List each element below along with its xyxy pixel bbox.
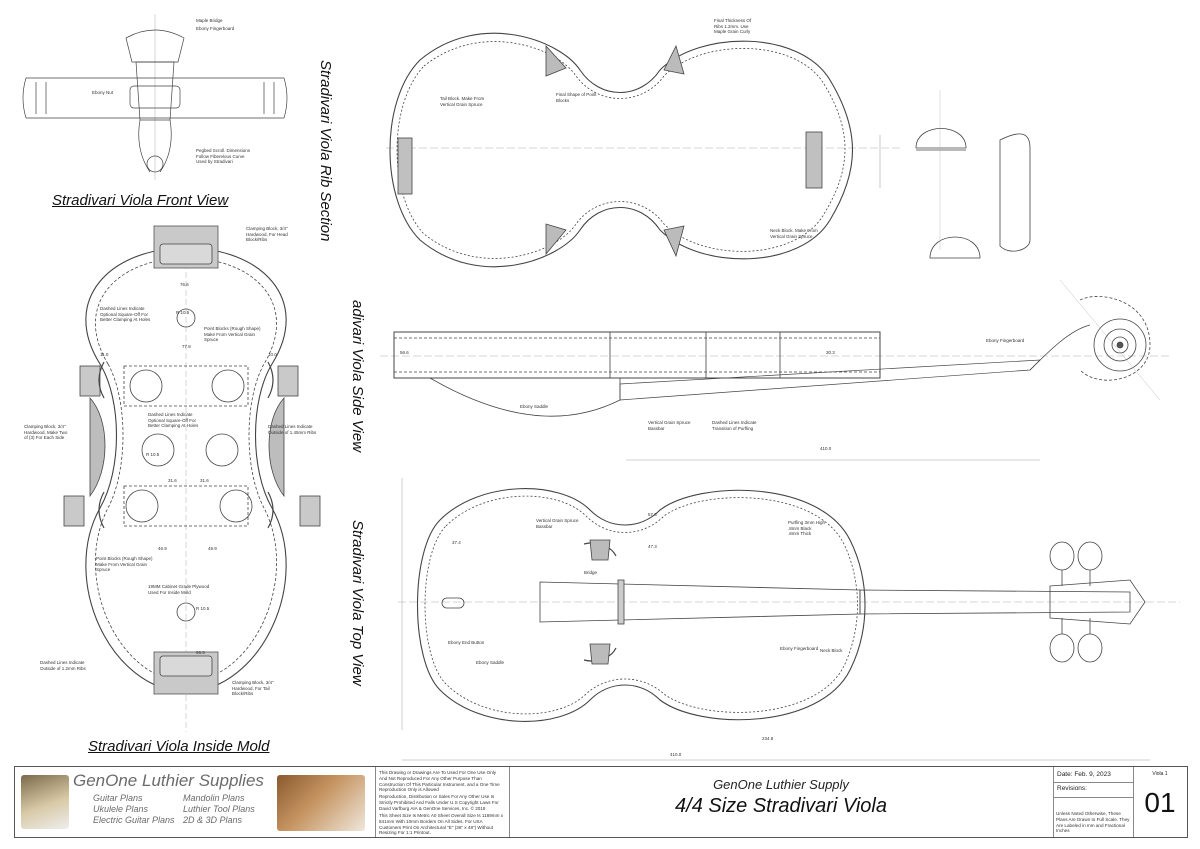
legal-text-1: This Drawing or Drawings Are To Used For…: [379, 770, 500, 793]
rib-note-maple-ribs: Final Thickness Of Ribs 1.2mm. Use Maple…: [714, 18, 752, 34]
side-note-fingerboard: Ebony Fingerboard: [986, 338, 1025, 343]
top-view-drawing: [398, 478, 1180, 761]
front-note-pegbed: Pegbed Scroll. Dimensions Follow Fiberel…: [196, 148, 251, 164]
brand-panel: GenOne Luthier Supplies Guitar Plans Uku…: [15, 767, 376, 837]
date-field: Date: Feb. 9, 2023: [1057, 771, 1111, 778]
top-dim: 234.8: [762, 736, 774, 741]
rib-note-neck-block: Neck Block. Make From Vertical Grain Spr…: [770, 228, 818, 239]
top-note-bassbar: Vertical Grain Spruce Bassbar: [536, 518, 579, 529]
mold-dim: R 10.5: [176, 310, 190, 315]
inside-mold-drawing: [63, 225, 321, 732]
plan-link[interactable]: Luthier Tool Plans: [183, 804, 255, 814]
brand-name: GenOne Luthier Supplies: [73, 771, 264, 790]
top-view-title: Stradivari Viola Top View: [349, 520, 366, 686]
top-note-neck-block: Neck Block: [820, 648, 843, 653]
legal-panel: This Drawing or Drawings Are To Used For…: [375, 767, 510, 837]
plan-title-panel: GenOne Luthier Supply 4/4 Size Stradivar…: [509, 767, 1054, 837]
mold-note-point-blocks-lower: Point Blocks (Rough Shape) Make From Ver…: [96, 556, 153, 572]
front-view-drawing: [22, 14, 288, 180]
revision-panel: Date: Feb. 9, 2023 Revisions: Unless Not…: [1053, 767, 1134, 837]
mold-dim: R 10.5: [196, 606, 210, 611]
top-dim: 47.3: [648, 544, 657, 549]
plan-link[interactable]: 2D & 3D Plans: [183, 815, 243, 825]
side-view-title: adivari Viola Side View: [349, 300, 366, 453]
mold-note-clamp-head: Clamping Block, 3/4" Hardwood, For Head …: [246, 226, 288, 242]
top-note-end-button: Ebony End Button: [448, 640, 485, 645]
plan-link[interactable]: Ukulele Plans: [93, 804, 149, 814]
top-note-bridge: Bridge: [584, 570, 598, 575]
mold-note-point-blocks-upper: Point Blocks (Rough Shape) Make From Ver…: [204, 326, 261, 342]
rib-section-drawing: [386, 32, 1031, 268]
mold-dim: 46.9: [158, 546, 167, 551]
mold-note-plywood: 19MM Cabinet Grade Plywood Used For Insi…: [148, 584, 210, 595]
mold-dim: 11.0: [100, 352, 109, 357]
mold-dim: 76.6: [180, 282, 189, 287]
legal-text-2: Reproduction, Distribution or Sales For …: [379, 794, 499, 811]
mold-dim: 56.5: [196, 650, 205, 655]
revisions-field: Revisions:: [1057, 785, 1087, 792]
rib-note-corner-blocks: Final Shape of Point Blocks: [556, 92, 597, 103]
mold-dim: 31.6: [168, 478, 177, 483]
front-note-bridge: Maple Bridge: [196, 18, 223, 23]
plan-title: 4/4 Size Stradivari Viola: [675, 795, 887, 817]
front-view-title: Stradivari Viola Front View: [52, 192, 229, 209]
top-dim: 37.4: [452, 540, 461, 545]
scale-note: Unless Noted Otherwise, These Plans Are …: [1056, 811, 1130, 834]
side-note-bassbar: Vertical Grain Spruce Bassbar: [648, 420, 691, 431]
top-note-saddle: Ebony Saddle: [476, 660, 505, 665]
side-dim: 30.3: [826, 350, 835, 355]
mold-dim: R 10.5: [146, 452, 160, 457]
mold-note-dashed-optional-2: Dashed Lines Indicate Optional Square-Of…: [148, 412, 199, 428]
product-photo-left: [21, 775, 69, 829]
mold-note-clamp-tail: Clamping Block, 3/4" Hardwood, For Tail …: [232, 680, 274, 696]
side-note-ebony-saddle: Ebony Saddle: [520, 404, 549, 409]
mold-dim: 31.6: [200, 478, 209, 483]
side-dim: 56.6: [400, 350, 409, 355]
mold-note-dashed-ribs: Dashed Lines Indicate Outside of 1.45mm …: [268, 424, 317, 435]
mold-note-clamp-side: Clamping Block, 3/4" Hardwood, Make Two …: [24, 424, 68, 440]
plan-link[interactable]: Guitar Plans: [93, 793, 143, 803]
side-view-drawing: [380, 279, 1170, 461]
top-dim: 410.0: [670, 752, 682, 757]
legal-text-3: This Sheet Size Is Metric A0 Sheet Overa…: [379, 813, 503, 836]
sheet-number-panel: Viola 1 01: [1133, 767, 1187, 837]
sheet-label: Viola 1: [1152, 771, 1168, 777]
top-dim: 57.6: [648, 512, 657, 517]
top-note-fingerboard: Ebony Fingerboard: [780, 646, 819, 651]
side-note-dashed: Dashed Lines Indicate Transition of Purf…: [712, 420, 757, 431]
mold-note-dashed-ribs-lower: Dashed Lines Indicate Outside of 1.2mm R…: [40, 660, 86, 671]
side-dim: 410.0: [820, 446, 832, 451]
front-note-nut: Ebony Nut: [92, 90, 114, 95]
front-note-fingerboard: Ebony Fingerboard: [196, 26, 235, 31]
mold-note-dashed-optional: Dashed Lines Indicate Optional Square-Of…: [100, 306, 151, 322]
top-note-purfling: Purfling 3mm High .8mm Black .8mm Thick: [788, 520, 826, 536]
rib-note-tail-block: Tail Block. Make From Vertical Grain Spr…: [440, 96, 485, 107]
sheet-number: 01: [1144, 787, 1176, 818]
mold-dim: 77.8: [182, 344, 191, 349]
company-name: GenOne Luthier Supply: [713, 777, 849, 792]
mold-dim: 49.9: [208, 546, 217, 551]
plan-link[interactable]: Electric Guitar Plans: [93, 815, 175, 825]
plan-link[interactable]: Mandolin Plans: [183, 793, 245, 803]
product-photo-right: [277, 775, 365, 831]
mold-dim: 10.0: [268, 352, 277, 357]
title-block: GenOne Luthier Supplies Guitar Plans Uku…: [14, 766, 1188, 838]
inside-mold-title: Stradivari Viola Inside Mold: [88, 738, 270, 755]
rib-section-title: Stradivari Viola Rib Section: [317, 60, 334, 242]
